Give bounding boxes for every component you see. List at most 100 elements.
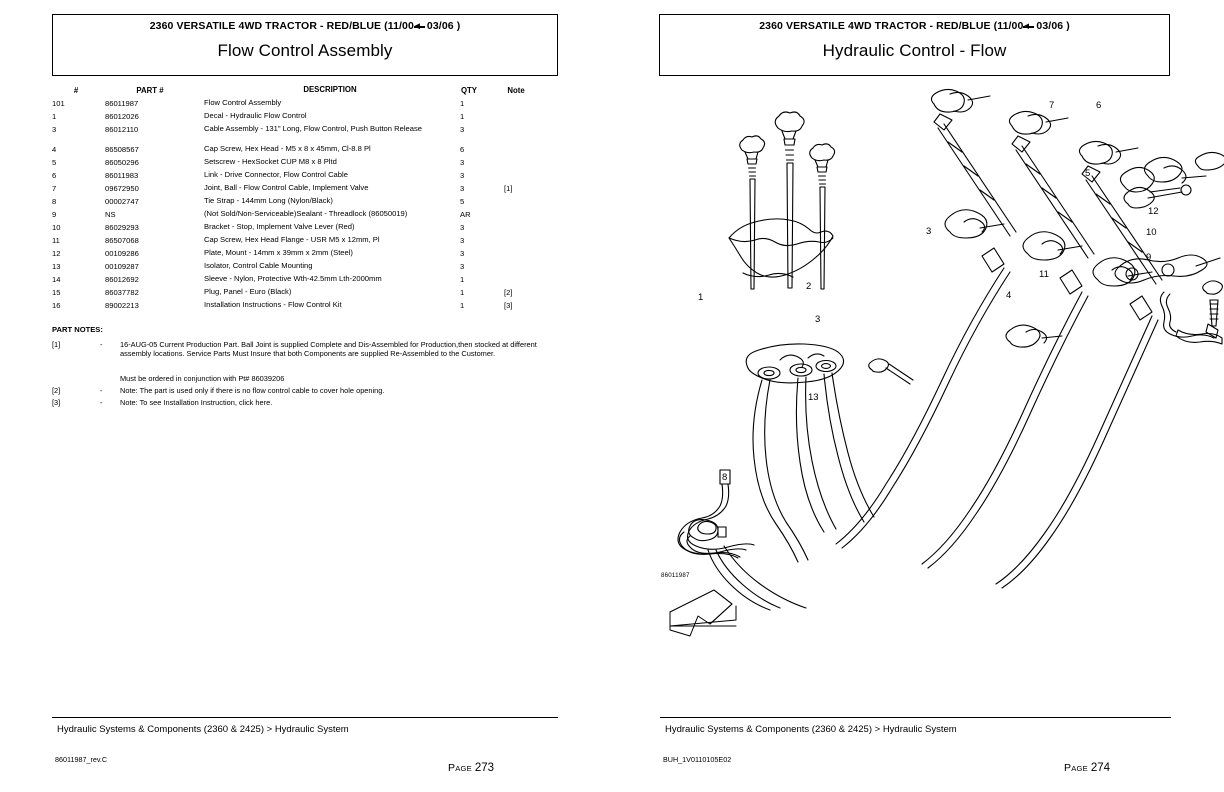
cell-number: 15: [52, 288, 61, 297]
date-range-arrow-icon: [1023, 21, 1036, 30]
part-note-text: Note: The part is used only if there is …: [120, 386, 385, 395]
cell-part-number: 86029293: [105, 223, 139, 232]
cell-qty: 3: [460, 125, 465, 134]
header-part-number: PART #: [136, 86, 164, 95]
model-header-tail: 03/06 ): [426, 20, 461, 32]
header-qty: QTY: [460, 86, 478, 95]
header-number: #: [73, 86, 79, 95]
diagram-callout-12: 12: [1148, 206, 1159, 217]
lever-knobs: [739, 111, 836, 290]
part-note-dash: -: [100, 340, 103, 349]
diagram-callout-8: 8: [722, 472, 728, 483]
part-note-tag: [1]: [52, 340, 61, 349]
part-note-text: 16-AUG-05 Current Production Part. Ball …: [120, 340, 537, 359]
diagram-callout-4: 4: [1006, 290, 1012, 301]
cell-qty: 5: [460, 197, 465, 206]
cell-number: 9: [52, 210, 57, 219]
diagram-part-label: 86011987: [661, 572, 690, 579]
linkage-bracket-group: [1114, 254, 1223, 345]
cell-qty: 3: [460, 171, 465, 180]
cell-description: Tie Strap - 144mm Long (Nylon/Black): [204, 196, 333, 205]
cell-description: Cap Screw, Hex Head Flange - USR M5 x 12…: [204, 235, 380, 244]
cell-part-number: 86037782: [105, 288, 139, 297]
parts-table-header-row: # PART # DESCRIPTION QTY Note: [52, 85, 558, 99]
diagram-callout-9: 9: [1146, 252, 1152, 263]
cell-number: 4: [52, 145, 57, 154]
cell-part-number: 86508567: [105, 145, 139, 154]
upper-mount-plate: [728, 218, 834, 278]
cell-qty: 1: [460, 301, 465, 310]
header-note: Note: [507, 86, 525, 95]
cell-note: [3]: [504, 301, 513, 310]
cell-description: Plate, Mount - 14mm x 39mm x 2mm (Steel): [204, 248, 353, 257]
cell-number: 10: [52, 223, 61, 232]
left-title-box: 2360 VERSATILE 4WD TRACTOR - RED/BLUE (1…: [52, 14, 558, 76]
part-note-extra-text: Must be ordered in conjunction with Pt# …: [120, 374, 285, 383]
cell-number: 7: [52, 184, 57, 193]
right-breadcrumb: Hydraulic Systems & Components (2360 & 2…: [665, 724, 957, 735]
diagram-callout-11: 11: [1039, 269, 1049, 280]
left-page-digits: 273: [474, 762, 495, 774]
right-model-header: 2360 VERSATILE 4WD TRACTOR - RED/BLUE (1…: [660, 20, 1169, 32]
cell-part-number: 86011983: [105, 171, 139, 180]
table-row: 6 86011983 Link - Drive Connector, Flow Co…: [52, 170, 558, 184]
part-note-tag: [2]: [52, 386, 61, 395]
cell-qty: 3: [460, 184, 465, 193]
cell-qty: AR: [460, 210, 471, 219]
control-cables: [752, 372, 875, 563]
cell-description: Setscrew - HexSocket CUP M8 x 8 Pltd: [204, 157, 337, 166]
part-note-item: [1] - 16-AUG-05 Current Production Part. B…: [52, 340, 572, 358]
cell-description: Bracket - Stop, Implement Valve Lever (R…: [204, 222, 355, 231]
right-title-box: 2360 VERSATILE 4WD TRACTOR - RED/BLUE (1…: [659, 14, 1170, 76]
part-note-item: [3]-Note: To see Installation Instructio…: [52, 398, 572, 408]
cell-part-number: NS: [105, 210, 116, 219]
date-range-arrow-icon: [413, 21, 427, 30]
right-footer-divider: [660, 717, 1171, 718]
table-row: 10 86029293 Bracket - Stop, Implement Valv…: [52, 222, 558, 236]
cell-qty: 1: [460, 275, 465, 284]
cell-number: 6: [52, 171, 57, 180]
diagram-callout-13: 13: [808, 392, 819, 403]
cell-number: 101: [52, 99, 65, 108]
lower-mount-plate: [745, 343, 845, 384]
cell-qty: 3: [460, 262, 465, 271]
cell-qty: 3: [460, 223, 465, 232]
cell-number: 12: [52, 249, 61, 258]
right-document-id: BUH_1V0110105E02: [663, 755, 732, 764]
cell-description: (Not Sold/Non-Serviceable)Sealant - Thre…: [204, 209, 408, 218]
cell-number: 8: [52, 197, 57, 206]
part-note-dash: -: [100, 386, 103, 395]
cell-description: Joint, Ball - Flow Control Cable, Implem…: [204, 183, 369, 192]
diagram-svg: [669, 88, 1224, 637]
diagram-callout-10: 10: [1146, 227, 1157, 238]
diagram-callout-5: 5: [1085, 168, 1091, 179]
part-note-extra-row: Must be ordered in conjunction with Pt# …: [52, 374, 572, 384]
valve-rod-assemblies: [930, 88, 1163, 321]
cell-qty: 1: [460, 99, 465, 108]
cell-description: Sleeve - Nylon, Protective Wth-42.5mm Lt…: [204, 274, 382, 283]
cell-number: 14: [52, 275, 61, 284]
left-page-title: Flow Control Assembly: [217, 41, 393, 60]
cell-description: Cable Assembly - 131" Long, Flow Control…: [204, 124, 422, 133]
table-row: 9 NS (Not Sold/Non-Serviceable)Sealant - T…: [52, 209, 558, 223]
diagram-callout-3b: 3: [926, 226, 932, 237]
left-document-id: 86011987_rev.C: [55, 755, 108, 764]
cell-number: 13: [52, 262, 61, 271]
hex-bolts: [868, 324, 1063, 385]
ball-joint-links: [1119, 151, 1224, 209]
cell-description: Link - Drive Connector, Flow Control Cab…: [204, 170, 348, 179]
model-header-text: 2360 VERSATILE 4WD TRACTOR - RED/BLUE (1…: [149, 20, 414, 32]
left-breadcrumb: Hydraulic Systems & Components (2360 & 2…: [57, 724, 349, 735]
